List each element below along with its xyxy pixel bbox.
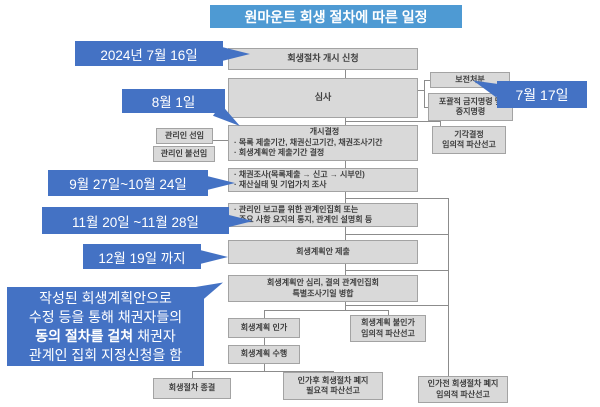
box-plan-submission: 회생계획안 제출: [228, 240, 418, 264]
connector: [345, 161, 346, 168]
box-custodian-appointed: 관리인 선임: [156, 128, 213, 144]
box-plan-review: 회생계획안 심리, 결의 관계인집회 특별조사기일 병합: [228, 275, 418, 302]
connector: [213, 140, 228, 141]
box-pre-approval-abolition: 인가전 회생절차 폐지 임의적 파산선고: [418, 376, 508, 403]
connector: [424, 80, 430, 81]
box-stakeholders-meeting: · 관리인 보고를 위한 관계인집회 또는 · 주요 사항 요지의 통지, 관계…: [228, 203, 418, 227]
callout-tail: [207, 176, 235, 190]
box-claims-investigation: · 채권조사(목록제출 → 신고 → 시부인) · 재산실태 및 기업가치 조사: [228, 168, 418, 192]
connector: [264, 338, 265, 345]
connector: [440, 121, 441, 126]
connector: [345, 302, 346, 310]
connector: [345, 227, 346, 240]
box-preservation: 보전처분: [430, 72, 510, 88]
box-plan-approval: 회생계획 인가: [228, 318, 300, 338]
callout-tail: [225, 214, 253, 228]
connector: [418, 90, 424, 91]
connector: [448, 198, 449, 376]
box-rejection: 기각결정 임의적 파산선고: [432, 126, 506, 154]
box-procedure-conclusion: 회생절차 종결: [153, 378, 231, 399]
connector: [264, 310, 388, 311]
callout-07-17: 7월 17일: [470, 74, 587, 108]
note-callout: 작성된 회생계획안으로 수정 등을 통해 채권자들의 동의 절차를 걸쳐 채권자…: [7, 274, 227, 366]
box-post-approval-abolition: 인가후 회생절차 폐지 필요적 파산선고: [283, 372, 383, 400]
box-apply: 회생절차 개시 신청: [228, 48, 418, 70]
connector: [345, 264, 346, 275]
box-review: 심사: [228, 78, 418, 118]
callout-dec: 12월 19일 까지: [83, 244, 228, 269]
box-plan-execution: 회생계획 수행: [228, 345, 300, 364]
callout-2024-07-16: 2024년 7월 16일: [75, 41, 250, 66]
callout-tail: [222, 47, 250, 61]
connector: [345, 270, 448, 271]
connector: [345, 305, 448, 306]
connector: [264, 310, 265, 318]
callout-08-01: 8월 1일: [122, 89, 244, 132]
box-plan-disapproval: 회생계획 불인가 임의적 파산선고: [350, 315, 426, 342]
connector: [345, 234, 448, 235]
connector: [192, 371, 193, 378]
connector: [424, 107, 428, 108]
connector: [424, 80, 425, 107]
callout-tail: [190, 274, 227, 305]
box-custodian-not-appointed: 관리인 불선임: [153, 146, 215, 162]
page-title: 원마운트 회생 절차에 따른 일정: [210, 5, 462, 28]
connector: [388, 310, 389, 315]
callout-nov: 11월 20일 ~11월 28일: [42, 207, 253, 234]
connector: [345, 192, 346, 203]
callout-tail: [200, 250, 228, 264]
connector: [345, 70, 346, 78]
connector: [264, 364, 265, 372]
callout-sep-oct: 9월 27일~10월 24일: [48, 170, 235, 196]
box-commencement: 개시결정 · 목록 제출기간, 채권신고기간, 채권조사기간 · 회생계획안 제…: [228, 125, 418, 161]
connector: [192, 371, 333, 372]
connector: [345, 121, 440, 122]
connector: [345, 198, 448, 199]
